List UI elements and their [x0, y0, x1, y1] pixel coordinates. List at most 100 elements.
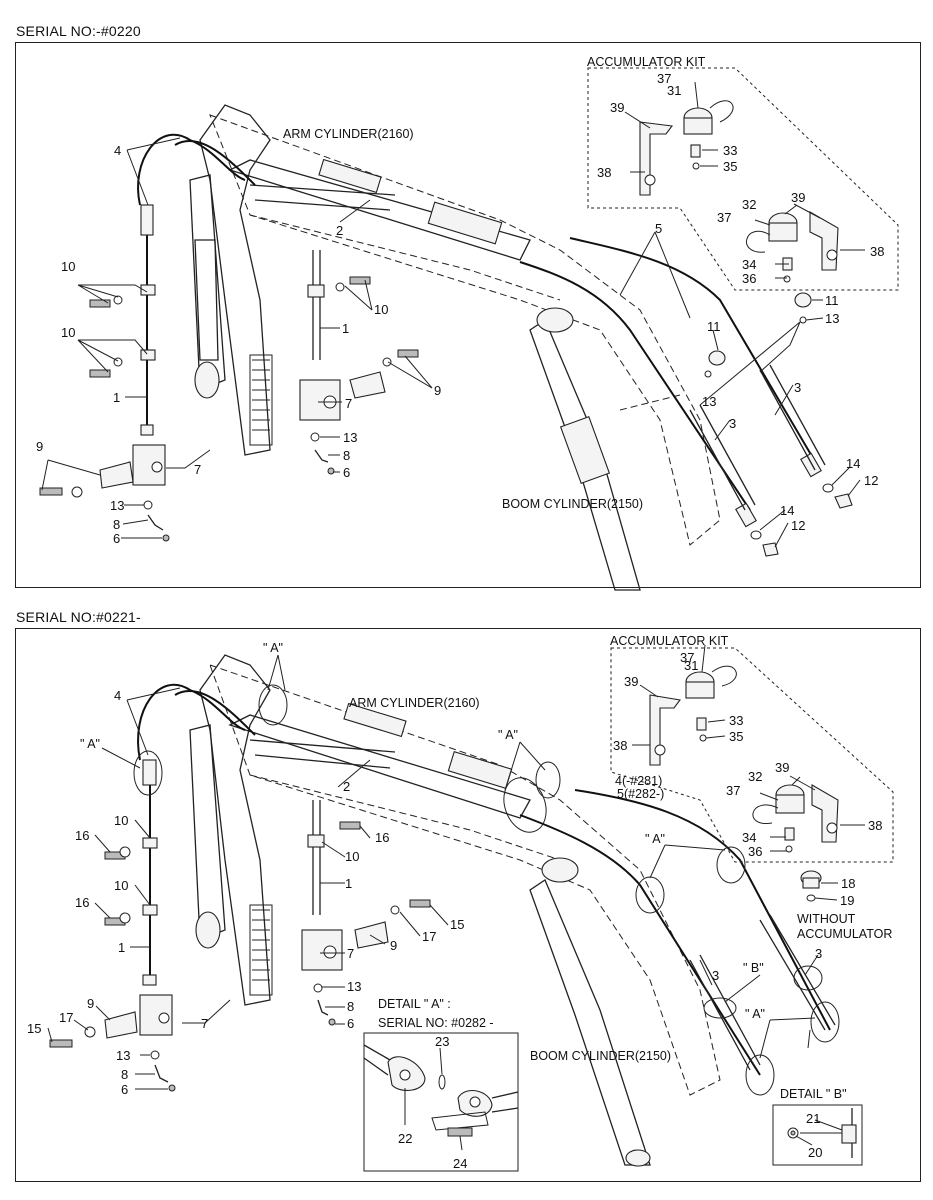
- bottom-callout-6a: 6: [121, 1082, 128, 1097]
- bottom-callout-10c: 10: [345, 849, 359, 864]
- top-leader-lines: [41, 81, 865, 548]
- top-callout-7b: 7: [345, 396, 352, 411]
- bottom-callout-35: 35: [729, 729, 743, 744]
- top-boom-assembly: [39, 104, 853, 591]
- bottom-callout-1a: 1: [118, 940, 125, 955]
- top-callout-14b: 14: [780, 503, 794, 518]
- bottom-callout-7a: 7: [201, 1016, 208, 1031]
- top-callout-10b: 10: [61, 325, 75, 340]
- top-callout-13b: 13: [343, 430, 357, 445]
- top-arm-cylinder-label: ARM CYLINDER(2160): [283, 127, 414, 141]
- bottom-callout-18: 18: [841, 876, 855, 891]
- top-callout-36: 36: [742, 271, 756, 286]
- bottom-callout-38a: 38: [613, 738, 627, 753]
- top-callout-7a: 7: [194, 462, 201, 477]
- top-callout-11b: 11: [707, 319, 721, 334]
- top-callout-32: 32: [742, 197, 756, 212]
- top-callout-34: 34: [742, 257, 756, 272]
- top-callout-37b: 37: [717, 210, 731, 225]
- detail-b-box: [772, 1104, 863, 1166]
- top-callout-8a: 8: [113, 517, 120, 532]
- top-callout-37a: 37: [657, 71, 671, 86]
- a-marker-5: " A": [745, 1007, 765, 1021]
- diagram-panel-top: [15, 42, 921, 588]
- bottom-arm-cylinder-label: ARM CYLINDER(2160): [349, 696, 480, 710]
- top-callout-35: 35: [723, 159, 737, 174]
- detail-callout-23: 23: [435, 1034, 449, 1049]
- top-callout-13a: 13: [110, 498, 124, 513]
- detail-a-serial: SERIAL NO: #0282 -: [378, 1016, 494, 1030]
- top-callout-12b: 12: [791, 518, 805, 533]
- top-callout-4: 4: [114, 143, 121, 158]
- bottom-callout-16a: 16: [75, 828, 89, 843]
- hose-4-label: 4(-#281): [615, 774, 662, 788]
- bottom-callout-17a: 17: [59, 1010, 73, 1025]
- bottom-callout-17b: 17: [422, 929, 436, 944]
- without-accumulator-line1: WITHOUT: [797, 912, 856, 926]
- serial-top: SERIAL NO:-#0220: [16, 23, 141, 39]
- top-callout-39a: 39: [610, 100, 624, 115]
- bottom-callout-15b: 15: [450, 917, 464, 932]
- top-callout-38a: 38: [597, 165, 611, 180]
- bottom-callout-16c: 16: [375, 830, 389, 845]
- detail-b-title: DETAIL " B": [780, 1087, 847, 1101]
- top-callout-14a: 14: [846, 456, 860, 471]
- bottom-leader-lines: [47, 644, 865, 1151]
- top-callout-38b: 38: [870, 244, 884, 259]
- bottom-callout-15a: 15: [27, 1021, 41, 1036]
- detail-a-box: [363, 1032, 519, 1172]
- bottom-callout-10b: 10: [114, 878, 128, 893]
- top-callout-8b: 8: [343, 448, 350, 463]
- top-callout-13c: 13: [825, 311, 839, 326]
- bottom-callout-37a: 37: [680, 650, 694, 665]
- bottom-callout-3a: 3: [712, 968, 719, 983]
- serial-bottom: SERIAL NO:#0221-: [16, 609, 141, 625]
- detail-a-title: DETAIL " A" :: [378, 997, 451, 1011]
- bottom-callout-3b: 3: [815, 946, 822, 961]
- top-callout-11a: 11: [825, 293, 839, 308]
- top-callout-1b: 1: [342, 321, 349, 336]
- bottom-callout-8b: 8: [347, 999, 354, 1014]
- a-marker-2: " A": [80, 737, 100, 751]
- a-marker-4: " A": [645, 832, 665, 846]
- top-boom-cylinder-label: BOOM CYLINDER(2150): [502, 497, 643, 511]
- bottom-callout-33: 33: [729, 713, 743, 728]
- bottom-callout-34: 34: [742, 830, 756, 845]
- bottom-callout-9b: 9: [390, 938, 397, 953]
- bottom-callout-9a: 9: [87, 996, 94, 1011]
- b-marker: " B": [743, 961, 764, 975]
- top-callout-31: 31: [667, 83, 681, 98]
- detail-callout-21: 21: [806, 1111, 820, 1126]
- bottom-callout-10a: 10: [114, 813, 128, 828]
- top-callout-39b: 39: [791, 190, 805, 205]
- detail-callout-20: 20: [808, 1145, 822, 1160]
- bottom-callout-4: 4: [114, 688, 121, 703]
- bottom-accumulator-kit-label: ACCUMULATOR KIT: [610, 634, 729, 648]
- top-callout-2: 2: [336, 223, 343, 238]
- bottom-callout-6b: 6: [347, 1016, 354, 1031]
- bottom-callout-13a: 13: [116, 1048, 130, 1063]
- top-callout-9b: 9: [434, 383, 441, 398]
- top-callout-3b: 3: [729, 416, 736, 431]
- hose-5-label: 5(#282-): [617, 787, 664, 801]
- top-callout-33: 33: [723, 143, 737, 158]
- top-callout-6a: 6: [113, 531, 120, 546]
- top-callout-3a: 3: [794, 380, 801, 395]
- top-callout-10c: 10: [374, 302, 388, 317]
- bottom-callout-16b: 16: [75, 895, 89, 910]
- bottom-callout-1b: 1: [345, 876, 352, 891]
- bottom-callout-2: 2: [343, 779, 350, 794]
- top-accumulator-kit-label: ACCUMULATOR KIT: [587, 55, 706, 69]
- top-callout-9a: 9: [36, 439, 43, 454]
- top-callouts: 4 10 10 1 9 13 8 6 7 2 1 10 9 7 13 8 6 3…: [36, 71, 884, 546]
- bottom-callout-13b: 13: [347, 979, 361, 994]
- top-callout-13d: 13: [702, 394, 716, 409]
- bottom-callout-36: 36: [748, 844, 762, 859]
- bottom-callout-19: 19: [840, 893, 854, 908]
- bottom-callout-31: 31: [684, 658, 698, 673]
- top-callout-6b: 6: [343, 465, 350, 480]
- a-marker-1: " A": [263, 641, 283, 655]
- bottom-callout-39a: 39: [624, 674, 638, 689]
- bottom-accumulator-kit: [610, 647, 894, 863]
